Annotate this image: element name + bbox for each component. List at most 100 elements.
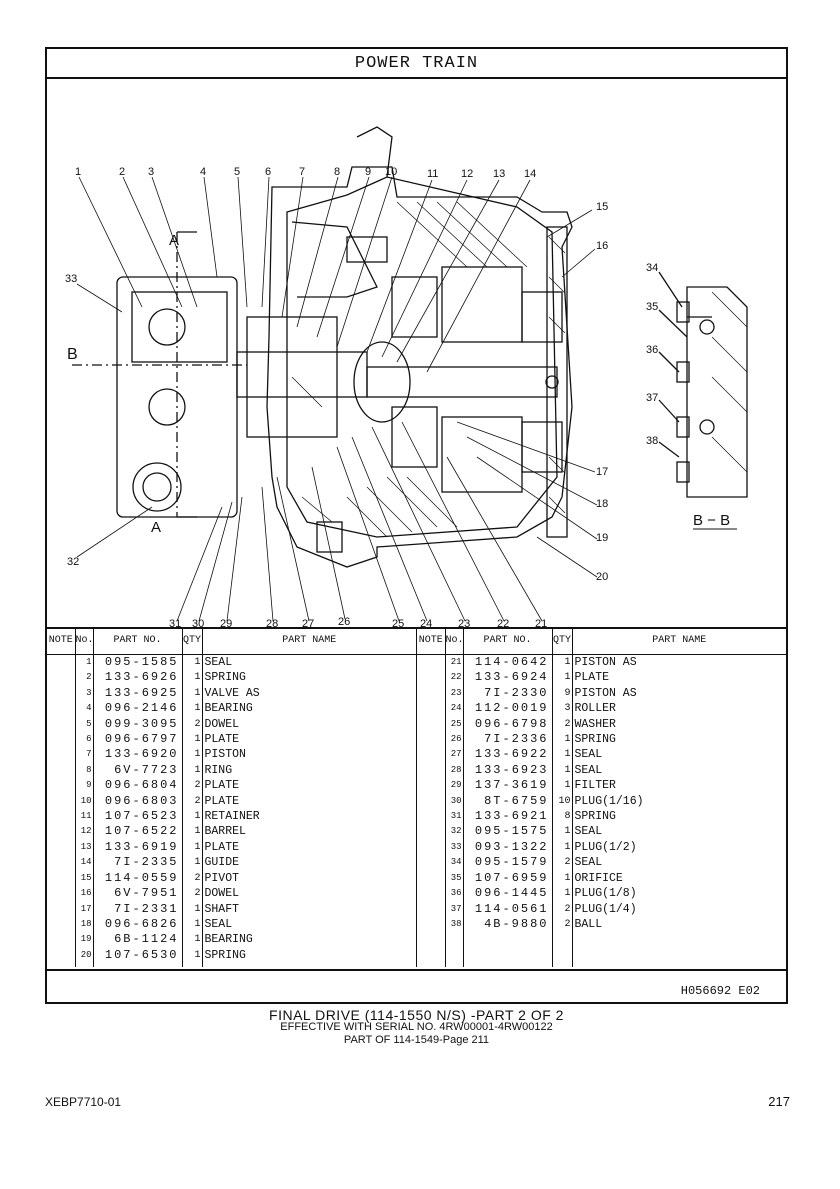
cell-note bbox=[417, 886, 446, 902]
cell-no: 16 bbox=[75, 886, 94, 902]
cell-pn: 7I-2335 bbox=[93, 855, 183, 871]
cell-qty: 1 bbox=[552, 870, 573, 887]
cell-name: SEAL bbox=[574, 825, 603, 839]
callout-37: 37 bbox=[646, 392, 659, 404]
header-part-name: PART NAME bbox=[202, 627, 417, 655]
cell-qty: 1 bbox=[552, 670, 573, 686]
cell-no: 28 bbox=[445, 762, 464, 779]
cell-no: 1 bbox=[75, 654, 94, 671]
caption-effectivity: EFFECTIVE WITH SERIAL NO. 4RW00001-4RW00… bbox=[280, 1021, 553, 1033]
callout-11: 11 bbox=[427, 168, 439, 180]
cell-name: PISTON AS bbox=[574, 686, 637, 700]
caption-title: FINAL DRIVE (114-1550 N/S) -PART 2 OF 2 bbox=[269, 1007, 564, 1023]
cell-no: 5 bbox=[75, 716, 94, 733]
cell-pn: 095-1585 bbox=[93, 654, 183, 671]
cell-no: 33 bbox=[445, 839, 464, 856]
cell-qty: 1 bbox=[182, 809, 203, 825]
cell-no: 6 bbox=[75, 732, 94, 748]
cell-pn: 133-6924 bbox=[463, 670, 553, 686]
cell-qty: 2 bbox=[182, 886, 203, 902]
cell-pn: 107-6959 bbox=[463, 870, 553, 887]
callout-2: 2 bbox=[119, 166, 126, 178]
cell-no: 32 bbox=[445, 824, 464, 840]
header-note: NOTE bbox=[47, 627, 76, 655]
cell-name: SPRING bbox=[202, 670, 417, 686]
cell-note bbox=[417, 747, 446, 763]
cell-pn: 133-6920 bbox=[93, 747, 183, 763]
cell-note bbox=[47, 916, 76, 933]
cell-qty: 1 bbox=[552, 824, 573, 840]
cell-name: ROLLER bbox=[574, 702, 616, 716]
cell-no: 4 bbox=[75, 701, 94, 717]
cell-name: PLUG(1/8) bbox=[574, 887, 637, 901]
cell-pn: 133-6922 bbox=[463, 747, 553, 763]
cell-name: SEAL bbox=[202, 916, 417, 933]
cell-no: 31 bbox=[445, 809, 464, 825]
cell-name: DOWEL bbox=[202, 886, 417, 902]
header-part-no: PART NO. bbox=[463, 627, 553, 655]
callout-38: 38 bbox=[646, 435, 659, 447]
cell-no: 38 bbox=[445, 916, 464, 933]
cell-pn: 133-6919 bbox=[93, 839, 183, 856]
callout-30: 30 bbox=[192, 618, 205, 630]
cell-pn: 114-0561 bbox=[463, 901, 553, 917]
cell-name: BALL bbox=[574, 917, 603, 931]
cell-no: 24 bbox=[445, 701, 464, 717]
cell-name: SEAL bbox=[202, 654, 417, 671]
callout-34: 34 bbox=[646, 262, 659, 274]
cell-name: BARREL bbox=[202, 824, 417, 840]
cell-qty: 2 bbox=[552, 855, 573, 871]
header-no: No. bbox=[75, 627, 94, 655]
cell-note bbox=[417, 793, 446, 810]
callout-4: 4 bbox=[200, 166, 207, 178]
cell-pn: 114-0559 bbox=[93, 870, 183, 887]
cell-qty: 2 bbox=[552, 716, 573, 733]
cell-qty: 2 bbox=[552, 901, 573, 917]
cell-qty: 9 bbox=[552, 685, 573, 702]
cell-qty: 2 bbox=[182, 778, 203, 794]
callout-15: 15 bbox=[596, 201, 609, 213]
cell-qty: 3 bbox=[552, 701, 573, 717]
cell-qty: 2 bbox=[182, 870, 203, 887]
cell-no: 34 bbox=[445, 855, 464, 871]
cell-qty: 1 bbox=[552, 839, 573, 856]
cell-name: PISTON AS bbox=[574, 656, 637, 669]
document-id: XEBP7710-01 bbox=[45, 1095, 122, 1109]
cell-name: SEAL bbox=[574, 856, 603, 870]
cell-note bbox=[47, 685, 76, 702]
cell-pn: 133-6925 bbox=[93, 685, 183, 702]
table-filler-row bbox=[417, 932, 786, 967]
cell-name: SPRING bbox=[202, 947, 417, 964]
cell-name: RING bbox=[202, 762, 417, 779]
cell-note bbox=[47, 670, 76, 686]
header-part-name: PART NAME bbox=[572, 627, 786, 655]
callout-26: 26 bbox=[338, 616, 351, 628]
cell-no: 11 bbox=[75, 809, 94, 825]
cell-no: 29 bbox=[445, 778, 464, 794]
cell-pn: 114-0642 bbox=[463, 654, 553, 671]
cell-name: PLUG(1/2) bbox=[574, 840, 637, 854]
exploded-view-drawing: 1 2 3 4 5 6 7 8 9 10 11 12 13 14 15 16 1… bbox=[47, 77, 786, 630]
cell-name: PISTON bbox=[202, 747, 417, 763]
cell-name: PLATE bbox=[202, 732, 417, 748]
cell-qty: 1 bbox=[182, 685, 203, 702]
cell-pn: 096-6798 bbox=[463, 716, 553, 733]
